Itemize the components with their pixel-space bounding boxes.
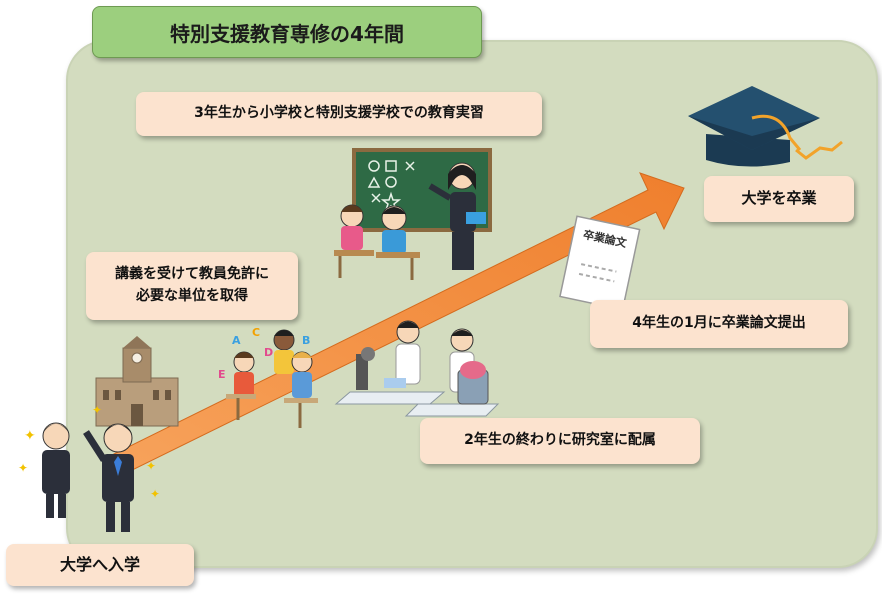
progress-arrow [111,172,685,477]
svg-text:✦: ✦ [18,461,28,475]
svg-text:C: C [252,326,260,339]
svg-text:B: B [302,334,310,347]
svg-text:A: A [232,334,241,347]
step-credits-line1: 講義を受けて教員免許に [115,266,269,283]
step-credits: 講義を受けて教員免許に 必要な単位を取得 [86,252,298,320]
svg-text:E: E [218,368,226,381]
svg-text:✦: ✦ [92,403,102,417]
svg-text:D: D [264,346,273,359]
svg-text:✦: ✦ [24,428,36,444]
svg-text:✦: ✦ [150,487,160,501]
students-celebrating-illustration: ✦ ✦ ✦ ✦ ✦ [18,403,160,532]
step-credits-line2: 必要な単位を取得 [136,288,248,304]
step-teaching-practice: 3年生から小学校と特別支援学校での教育実習 [136,92,542,136]
svg-text:✦: ✦ [146,459,156,473]
diagram-title: 特別支援教育専修の4年間 [92,6,482,58]
classroom-teaching-illustration [334,148,492,280]
step-graduate: 大学を卒業 [704,176,854,222]
graduation-cap-icon [688,86,843,167]
lecture-students-illustration: E A C D B [218,326,318,428]
research-lab-illustration [334,320,500,417]
step-enroll: 大学へ入学 [6,544,194,586]
university-building-illustration [95,336,179,427]
step-lab-assignment: 2年生の終わりに研究室に配属 [420,418,700,464]
step-thesis: 4年生の1月に卒業論文提出 [590,300,848,348]
